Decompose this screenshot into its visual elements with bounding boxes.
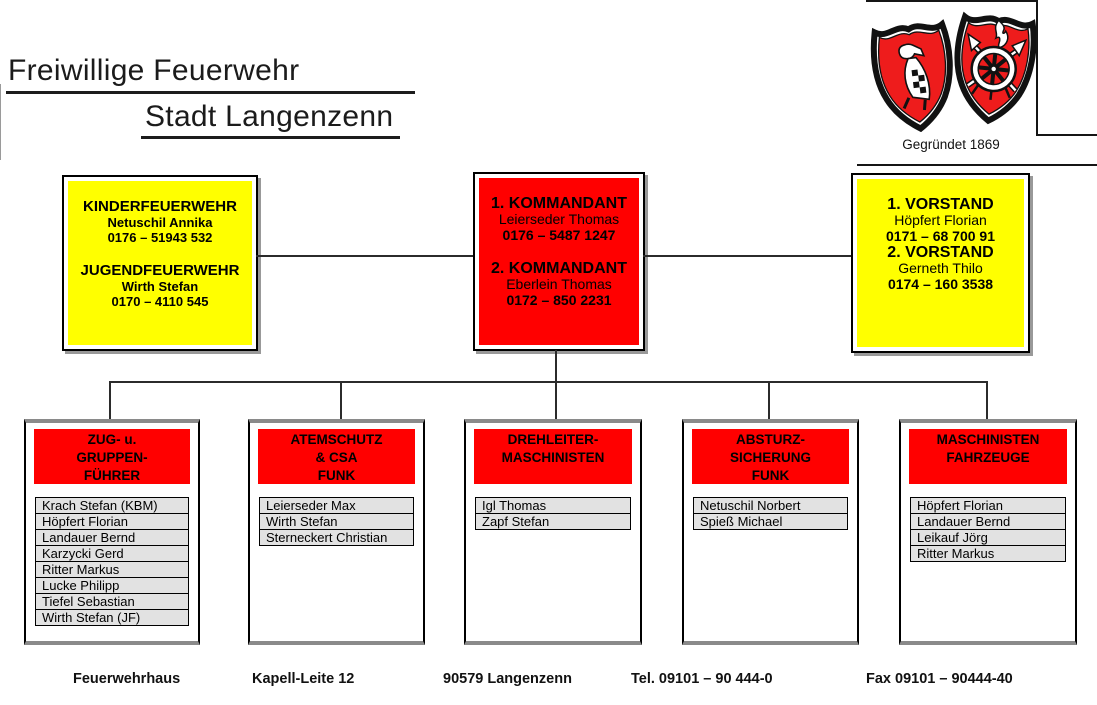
caption-frame-line [857, 164, 1097, 166]
footer-telephone: Tel. 09101 – 90 444-0 [631, 671, 773, 687]
connector-main-horizontal [109, 381, 988, 383]
list-item: Ritter Markus [910, 545, 1066, 562]
section-title: KINDERFEUERWEHR [83, 198, 237, 215]
phone-number: 0176 – 5487 1247 [502, 226, 616, 243]
section-kinderfeuerwehr: KINDERFEUERWEHR Netuschil Annika 0176 – … [83, 198, 237, 245]
list-item: Höpfert Florian [35, 513, 189, 530]
page-title: Freiwillige Feuerwehr [8, 54, 300, 87]
logo-frame-top-line [866, 0, 1038, 2]
list-item: Netuschil Norbert [693, 497, 848, 514]
footer-building: Feuerwehrhaus [73, 671, 181, 687]
footer-city: 90579 Langenzenn [443, 671, 572, 687]
logo-frame-right-line [1036, 0, 1038, 136]
list-item: Leikauf Jörg [910, 529, 1066, 546]
section-vorstand-1: 1. VORSTAND Höpfert Florian 0171 – 68 70… [886, 196, 995, 244]
connector-left-horizontal [256, 255, 473, 257]
box-vorstand: 1. VORSTAND Höpfert Florian 0171 – 68 70… [851, 173, 1030, 353]
title-underline [6, 91, 415, 94]
list-item: Ritter Markus [35, 561, 189, 578]
connector-drop-1 [109, 381, 111, 423]
connector-drop-5 [986, 381, 988, 423]
connector-drop-4 [768, 381, 770, 423]
list-item: Lucke Philipp [35, 577, 189, 594]
phone-number: 0171 – 68 700 91 [886, 227, 995, 244]
connector-center-vertical [555, 350, 557, 383]
list-item: Wirth Stefan [259, 513, 414, 530]
group-header: ATEMSCHUTZ & CSA FUNK [258, 429, 415, 484]
list-item: Wirth Stefan (JF) [35, 609, 189, 626]
box-kommandanten: 1. KOMMANDANT Leierseder Thomas 0176 – 5… [473, 172, 645, 351]
group-zug-gruppenfuehrer: ZUG- u. GRUPPEN- FÜHRER Krach Stefan (KB… [24, 419, 200, 645]
group-header-line: ZUG- u. [87, 432, 137, 447]
group-header: ABSTURZ- SICHERUNG FUNK [692, 429, 849, 484]
member-list: Höpfert Florian Landauer Bernd Leikauf J… [910, 497, 1066, 562]
member-list: Netuschil Norbert Spieß Michael [693, 497, 848, 530]
group-header-line: FUNK [317, 468, 356, 483]
list-item: Landauer Bernd [910, 513, 1066, 530]
phone-number: 0174 – 160 3538 [887, 275, 994, 292]
member-list: Igl Thomas Zapf Stefan [475, 497, 631, 530]
box-kinder-jugendfeuerwehr: KINDERFEUERWEHR Netuschil Annika 0176 – … [62, 175, 258, 351]
group-maschinisten-fahrzeuge: MASCHINISTEN FAHRZEUGE Höpfert Florian L… [899, 419, 1077, 645]
section-vorstand-2: 2. VORSTAND Gerneth Thilo 0174 – 160 353… [887, 244, 993, 292]
connector-drop-3 [555, 381, 557, 423]
section-jugendfeuerwehr: JUGENDFEUERWEHR Wirth Stefan 0170 – 4110… [81, 262, 240, 309]
list-item: Zapf Stefan [475, 513, 631, 530]
left-edge-frame-line [0, 84, 1, 160]
section-title: JUGENDFEUERWEHR [80, 262, 240, 279]
section-kommandant-1: 1. KOMMANDANT Leierseder Thomas 0176 – 5… [491, 195, 627, 243]
group-drehleiter-maschinisten: DREHLEITER- MASCHINISTEN Igl Thomas Zapf… [464, 419, 642, 645]
group-header-line: DREHLEITER- [507, 432, 599, 447]
person-name: Wirth Stefan [121, 279, 199, 294]
group-header: ZUG- u. GRUPPEN- FÜHRER [34, 429, 190, 484]
list-item: Höpfert Florian [910, 497, 1066, 514]
list-item: Igl Thomas [475, 497, 631, 514]
group-header: DREHLEITER- MASCHINISTEN [474, 429, 632, 484]
group-header-line: ABSTURZ- [736, 432, 805, 447]
group-atemschutz-csa-funk: ATEMSCHUTZ & CSA FUNK Leierseder Max Wir… [248, 419, 425, 645]
subtitle-underline [141, 136, 400, 139]
section-title: 1. KOMMANDANT [491, 195, 627, 212]
group-header: MASCHINISTEN FAHRZEUGE [909, 429, 1067, 484]
person-name: Eberlein Thomas [506, 276, 612, 292]
person-name: Leierseder Thomas [498, 211, 620, 227]
section-kommandant-2: 2. KOMMANDANT Eberlein Thomas 0172 – 850… [491, 260, 627, 308]
group-header-line: & CSA [315, 450, 358, 465]
list-item: Tiefel Sebastian [35, 593, 189, 610]
phone-number: 0170 – 4110 545 [111, 294, 209, 309]
person-name: Gerneth Thilo [898, 260, 983, 276]
fire-brigade-crest-icon [866, 4, 1036, 132]
phone-number: 0172 – 850 2231 [506, 291, 612, 308]
group-header-line: FAHRZEUGE [946, 450, 1030, 465]
logo-frame-bottom-line [1036, 134, 1097, 136]
list-item: Spieß Michael [693, 513, 848, 530]
footer-fax: Fax 09101 – 90444-40 [866, 671, 1013, 687]
list-item: Karzycki Gerd [35, 545, 189, 562]
list-item: Landauer Bernd [35, 529, 189, 546]
person-name: Höpfert Florian [894, 212, 987, 228]
connector-drop-2 [340, 381, 342, 423]
member-list: Leierseder Max Wirth Stefan Sterneckert … [259, 497, 414, 546]
group-header-line: MASCHINISTEN [936, 432, 1040, 447]
section-title: 1. VORSTAND [887, 196, 994, 213]
connector-right-horizontal [643, 255, 851, 257]
group-header-line: FÜHRER [83, 468, 141, 483]
logo-caption: Gegründet 1869 [902, 137, 1000, 152]
page-subtitle: Stadt Langenzenn [145, 100, 394, 133]
group-header-line: ATEMSCHUTZ [290, 432, 383, 447]
person-name: Netuschil Annika [107, 215, 213, 230]
section-title: 2. VORSTAND [887, 244, 994, 261]
group-header-line: MASCHINISTEN [501, 450, 605, 465]
group-header-line: GRUPPEN- [76, 450, 148, 465]
footer-street: Kapell-Leite 12 [252, 671, 355, 687]
member-list: Krach Stefan (KBM) Höpfert Florian Landa… [35, 497, 189, 626]
list-item: Sterneckert Christian [259, 529, 414, 546]
group-header-line: SICHERUNG [729, 450, 811, 465]
section-title: 2. KOMMANDANT [491, 260, 627, 277]
group-header-line: FUNK [751, 468, 790, 483]
phone-number: 0176 – 51943 532 [107, 230, 213, 245]
list-item: Leierseder Max [259, 497, 414, 514]
list-item: Krach Stefan (KBM) [35, 497, 189, 514]
group-absturzsicherung-funk: ABSTURZ- SICHERUNG FUNK Netuschil Norber… [682, 419, 859, 645]
